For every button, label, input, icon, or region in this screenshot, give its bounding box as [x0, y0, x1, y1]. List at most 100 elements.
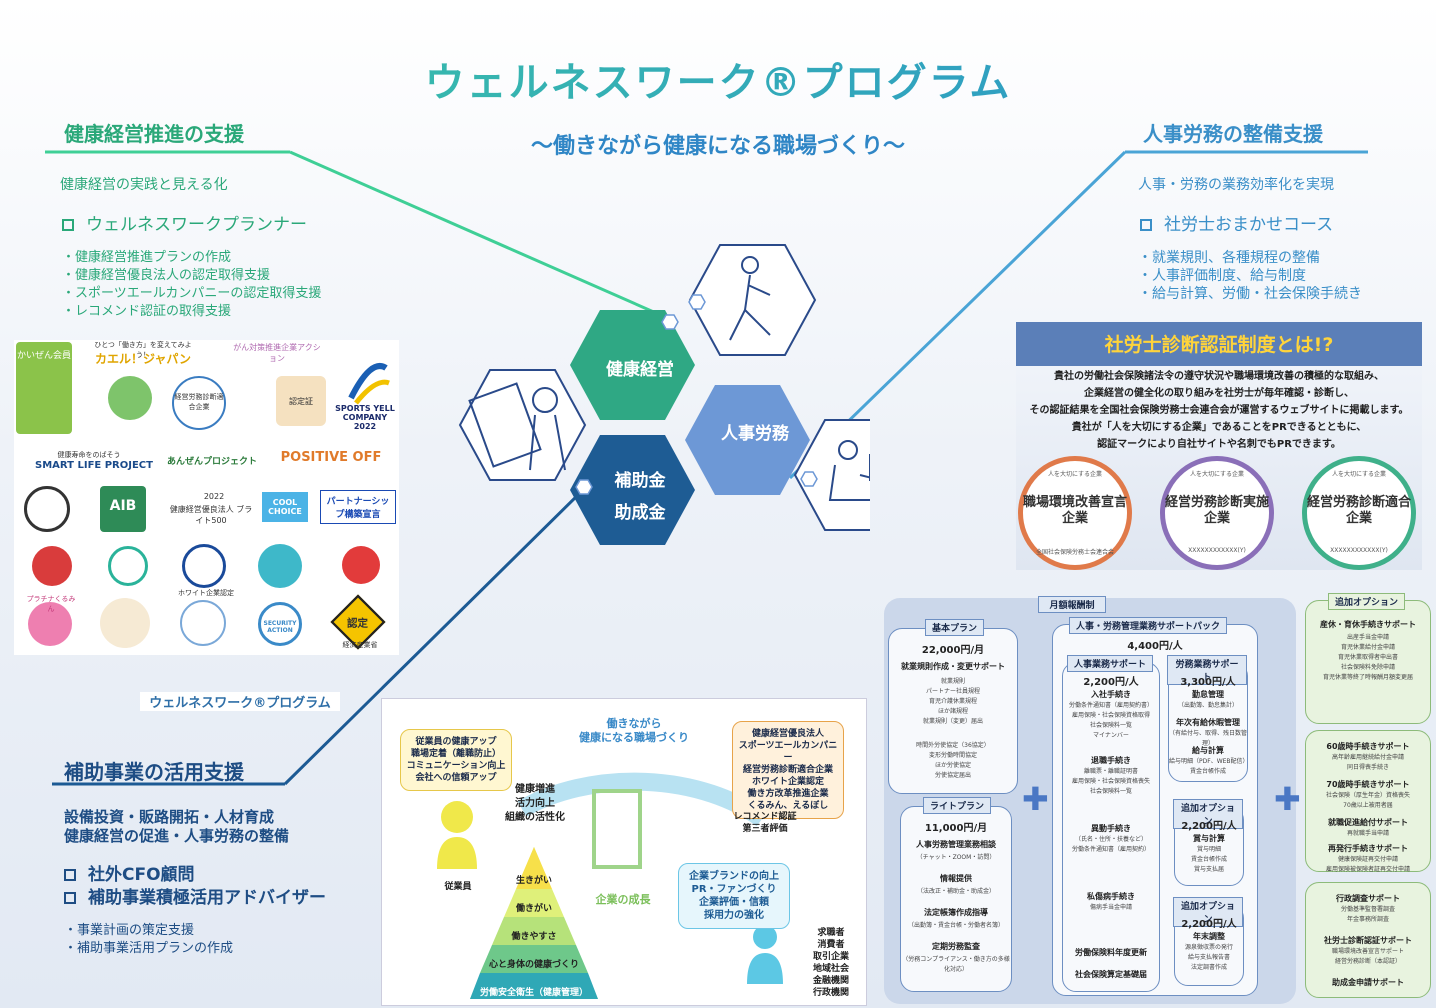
bullet-item: ・就業規則、各種規程の整備: [1138, 250, 1320, 266]
bubble-line: スポーツエールカンパニー: [738, 741, 838, 763]
light-item: 法定帳簿作成指導: [924, 908, 988, 917]
seal-jisshi: 人を大切にする企業 経営労務診断実施企業 XXXXXXXXXXXX(Y): [1160, 456, 1274, 570]
list-item: 賃金台帳作成: [1190, 856, 1227, 863]
option-title: 70歳時手続きサポート: [1326, 780, 1410, 789]
jinji-item: 私傷病手続き: [1087, 892, 1135, 901]
list-item: 育児介護休業規程: [928, 698, 977, 705]
hojo-bullets: ・事業計画の策定支援 ・補助事業活用プランの作成: [64, 922, 233, 958]
partner-logo: パートナーシップ構築宣言: [320, 490, 396, 524]
basic-price: 22,000円/月: [921, 645, 985, 656]
keizai-logo: 経済産業省: [342, 641, 378, 649]
sports-logo: SPORTS YELL COMPANY 2022: [335, 404, 395, 431]
opt2-price: 2,200円/人: [1181, 919, 1237, 930]
jinji-item: 異動手続き: [1091, 824, 1131, 833]
jinji-subs: 労働条件通知書（雇用契約書） 雇用保険・社会保険資格取得 社会保険料一覧 マイナ…: [1063, 701, 1159, 741]
seal-text: 職場環境改善宣言企業: [1023, 495, 1128, 526]
aib-logo: AIB: [100, 486, 146, 532]
cert-title: 社労士診断認証制度とは!?: [1104, 334, 1334, 356]
stakeholders: 求職者 消費者 取引企業 地域社会 金融機関 行政機関: [800, 927, 862, 999]
opt2-tag: 追加オプション: [1173, 897, 1243, 927]
option-item: 再就職手当申請: [1346, 830, 1389, 837]
arc-text-1: 働きながら: [606, 717, 662, 730]
plus-icon: ✚: [1022, 780, 1049, 818]
option-block: 行政調査サポート 労働基準監督署調査 年金事務所調査 社労士診断認証サポート 職…: [1305, 882, 1431, 998]
hojo-service-label: 社外CFO顧問: [88, 865, 195, 885]
light-item: 人事労務管理業務相談: [916, 840, 996, 849]
opt2-item: 年末調整: [1193, 932, 1225, 941]
recommend-line: レコメンド認証: [733, 812, 797, 822]
sports-icon: [336, 358, 396, 408]
hexagon-cluster: [458, 244, 870, 545]
list-item: 労働条件通知書（雇用契約）: [1071, 846, 1150, 853]
mascot-red-icon: [342, 546, 380, 584]
bubble-line: 企業ブランドの向上: [689, 871, 779, 882]
kaizen-logo: かいぜん会員: [16, 342, 72, 434]
plus-icon: ✚: [1274, 780, 1301, 818]
white-icon: [182, 544, 226, 588]
smartlife-sub: 健康寿命をのばそう: [57, 451, 121, 459]
diagram-title: ウェルネスワーク®プログラム: [140, 692, 340, 711]
employee-label: 従業員: [444, 882, 472, 892]
ball-icon: [180, 600, 226, 646]
hojo-service-1: 社外CFO顧問: [64, 860, 195, 885]
option-nencho: 追加オプション 2,200円/人 年末調整 源泉徴収票の発行 給与支払報告書 法…: [1173, 897, 1244, 986]
jinji-item: 入社手続き: [1091, 690, 1131, 699]
cert-header: [1016, 322, 1422, 366]
jinji-support: 人事業務サポート 2,200円/人 入社手続き 労働条件通知書（雇用契約書） 雇…: [1062, 655, 1160, 992]
pyramid-level-1: 生きがい: [515, 876, 552, 886]
bullet-item: ・事業計画の策定支援: [64, 923, 195, 938]
hojo-lead-1: 設備投資・販路開拓・人材育成: [64, 808, 275, 826]
list-item: 変形労働時間協定: [928, 752, 977, 759]
option-title: 再発行手続きサポート: [1328, 844, 1408, 853]
list-item: 社会保険料一覧: [1089, 722, 1132, 729]
jinji-service-label: 社労士おまかせコース: [1164, 215, 1334, 235]
list-item: 社会保険（厚生年金）資格喪失: [1325, 792, 1410, 799]
seal-text: 経営労務診断実施企業: [1165, 495, 1270, 526]
effect-line: 健康増進: [515, 784, 555, 795]
page-title: ウェルネスワーク®プログラム: [0, 50, 1436, 108]
opt2-subs: 源泉徴収票の発行 給与支払報告書 法定調書作成: [1175, 943, 1243, 973]
list-item: 健康保険証再交付申請: [1337, 856, 1398, 863]
roumu-sub: （出勤簿、勤怠集計）: [1177, 702, 1238, 709]
list-item: 時間外労使協定（36協定）: [916, 742, 990, 749]
option-title: 助成金申請サポート: [1332, 978, 1404, 987]
bubble-line: PR・ファンづくり: [691, 884, 777, 895]
list-item: 同日得喪手続き: [1346, 764, 1389, 771]
list-item: 給与支払報告書: [1187, 954, 1230, 961]
stakeholder: 取引企業: [812, 952, 849, 962]
list-item: （氏名・住所・扶養など）: [1074, 836, 1147, 843]
roumu-price: 3,300円/人: [1180, 677, 1236, 688]
certification-logos: かいぜん会員 ひとつ「働き方」を変えてみよう！ カエル！ジャパン がん対策推進企…: [14, 340, 399, 655]
bullet-item: ・補助事業活用プランの作成: [64, 941, 234, 956]
kenko-heading: 健康経営推進の支援: [64, 122, 244, 146]
growth-label: 企業の成長: [595, 893, 651, 906]
roumu-tag: 労務業務サポート: [1167, 655, 1247, 685]
list-item: 離職票・離職証明書: [1083, 768, 1138, 775]
stakeholder: 行政機関: [812, 988, 849, 998]
option-items: 職場環境改善宣言サポート 経営労務診断（本認証）: [1306, 947, 1430, 967]
effect-line: 組織の活性化: [505, 812, 565, 823]
light-sub: （チャット・ZOOM・訪問）: [916, 854, 996, 861]
jinji-item: 労働保険料年度更新: [1075, 948, 1147, 957]
list-item: 雇用保険・社会保険資格喪失: [1071, 778, 1150, 785]
list-item: 法定調書作成: [1190, 964, 1227, 971]
bullet-item: ・給与計算、労働・社会保険手続き: [1138, 286, 1362, 302]
list-item: 高年齢雇用継続給付金申請: [1331, 754, 1404, 761]
jinji-tag: 人事業務サポート: [1067, 655, 1154, 672]
bubble-line: 経営労務診断適合企業: [742, 765, 833, 775]
jinji-bullets: ・就業規則、各種規程の整備 ・人事評価制度、給与制度 ・給与計算、労働・社会保険…: [1138, 249, 1362, 303]
list-item: マイナンバー: [1093, 732, 1129, 739]
bubble-line: 採用力の強化: [704, 910, 764, 921]
basic-list-2: 時間外労使協定（36協定） 変形労働時間協定 ほか労使協定 労使協定届出: [889, 741, 1017, 781]
stakeholder: 地域社会: [812, 964, 849, 974]
light-item: 定期労務監査: [932, 942, 980, 951]
list-item: 源泉徴収票の発行: [1184, 944, 1233, 951]
effect-line: 活力向上: [515, 798, 555, 809]
seal-text: 経営労務診断適合企業: [1307, 495, 1412, 526]
security-icon: [258, 602, 302, 646]
hex-kenko: 健康経営: [606, 360, 674, 380]
option-title: 就職促進給付サポート: [1328, 818, 1408, 827]
bubble-line: 職場定着（離職防止）: [410, 749, 501, 759]
seal-sub: 全国社会保険労務士会連合会: [1035, 549, 1114, 556]
smartlife-logo: SMART LIFE PROJECT: [35, 460, 153, 471]
